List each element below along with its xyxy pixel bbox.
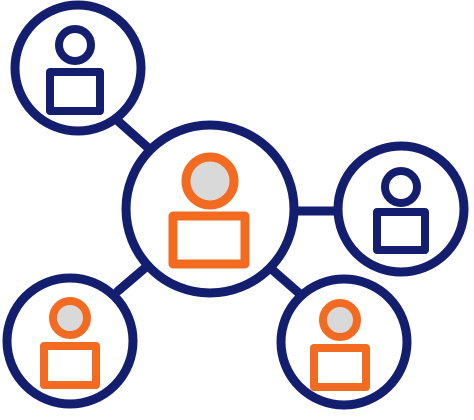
person-node-center [121, 120, 299, 298]
person-body-icon [310, 344, 370, 391]
person-body-icon [40, 342, 100, 389]
person-head-icon [55, 25, 95, 65]
person-head-icon [381, 167, 421, 207]
person-node-bottom-right [276, 274, 412, 410]
person-node-top-left [10, 0, 146, 136]
person-head-icon [319, 299, 361, 341]
person-node-bottom-left [2, 273, 138, 409]
node-ring [2, 273, 138, 409]
person-body-icon [373, 208, 429, 254]
person-head-icon [181, 152, 239, 210]
person-node-right [333, 141, 469, 277]
person-body-icon [168, 211, 250, 269]
person-body-icon [46, 68, 104, 115]
person-head-icon [49, 297, 91, 339]
